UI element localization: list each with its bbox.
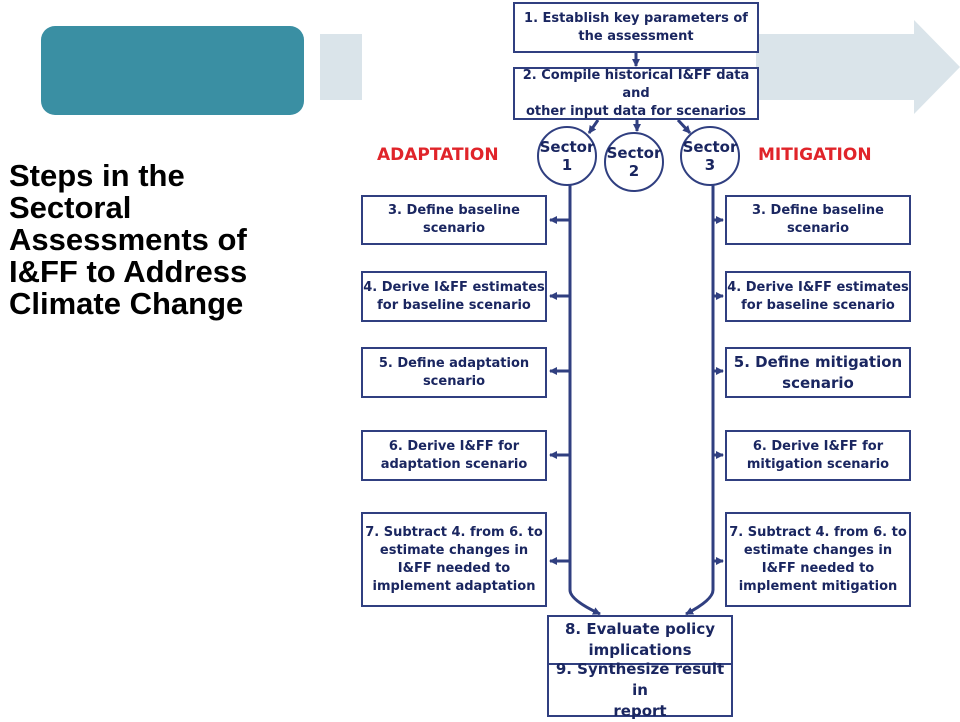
step-2-box: 2. Compile historical I&FF data and othe… xyxy=(513,67,759,120)
step-9-box: 9. Synthesize result in report xyxy=(547,660,733,720)
accent-pill xyxy=(41,26,304,115)
step-8-box: 8. Evaluate policy implications xyxy=(547,615,733,665)
mitigation-step-6-box: 6. Derive I&FF for mitigation scenario xyxy=(725,430,911,481)
step-1-box: 1. Establish key parameters of the asses… xyxy=(513,2,759,53)
mitigation-step-7-box: 7. Subtract 4. from 6. to estimate chang… xyxy=(725,512,911,607)
mitigation-step-3-box: 3. Define baseline scenario xyxy=(725,195,911,245)
decor-square xyxy=(320,34,362,100)
sector-2-circle: Sector 2 xyxy=(604,132,664,192)
sector-1-circle: Sector 1 xyxy=(537,126,597,186)
mitigation-step-5-box: 5. Define mitigation scenario xyxy=(725,347,911,398)
line-adaptation-trunk xyxy=(568,185,601,616)
mitigation-step-4-box: 4. Derive I&FF estimates for baseline sc… xyxy=(725,271,911,322)
decor-rectangle-right xyxy=(756,34,914,100)
slide-title: Steps in the Sectoral Assessments of I&F… xyxy=(9,158,248,321)
adaptation-step-4-box: 4. Derive I&FF estimates for baseline sc… xyxy=(361,271,547,322)
mitigation-label: MITIGATION xyxy=(758,145,872,165)
adaptation-step-6-box: 6. Derive I&FF for adaptation scenario xyxy=(361,430,547,481)
adaptation-step-3-box: 3. Define baseline scenario xyxy=(361,195,547,245)
decor-arrow-icon xyxy=(914,20,960,114)
arrow-step2-to-sector1 xyxy=(587,119,600,134)
adaptation-step-7-box: 7. Subtract 4. from 6. to estimate chang… xyxy=(361,512,547,607)
arrow-step2-to-sector3 xyxy=(676,118,692,135)
sector-3-circle: Sector 3 xyxy=(680,126,740,186)
line-mitigation-trunk xyxy=(685,183,715,616)
adaptation-step-5-box: 5. Define adaptation scenario xyxy=(361,347,547,398)
adaptation-label: ADAPTATION xyxy=(377,145,499,165)
